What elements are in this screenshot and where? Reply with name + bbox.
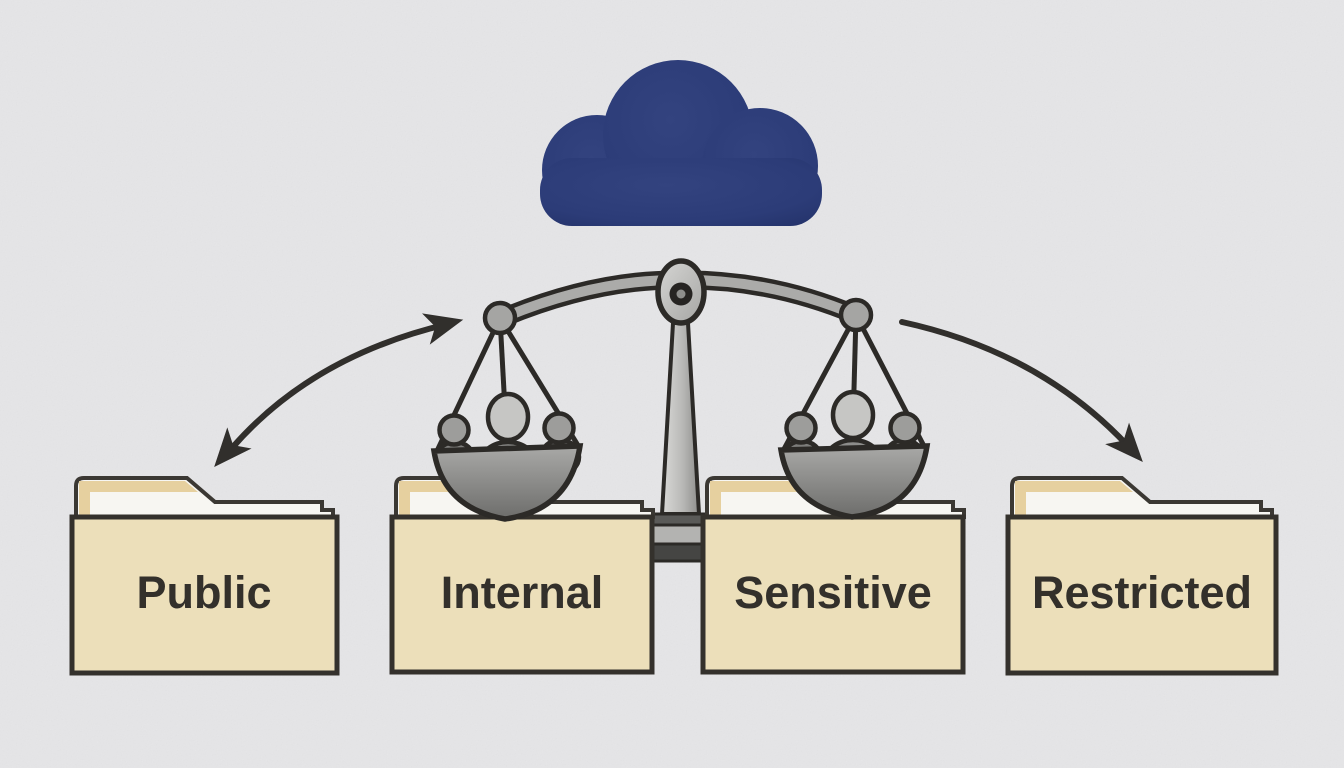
double-arrow-icon [214, 313, 464, 467]
scale-column [647, 321, 713, 563]
folder-tab [1015, 481, 1133, 492]
folder-body [700, 514, 966, 675]
scale-pivot [655, 258, 707, 326]
folder-sensitive: Sensitive [700, 476, 966, 675]
folder-label-restricted: Restricted [1032, 567, 1252, 618]
folder-public: Public [69, 476, 340, 676]
folder-tab [79, 481, 198, 492]
scale-left-pan [430, 443, 584, 522]
balance-scale-icon [430, 258, 931, 522]
folder-label-sensitive: Sensitive [734, 567, 932, 618]
scale-right-pan [777, 443, 931, 520]
folder-body [389, 514, 655, 675]
folder-label-internal: Internal [441, 567, 604, 618]
folder-label-public: Public [136, 567, 271, 618]
scale-base-band-middle [651, 523, 709, 546]
folder-body [1005, 514, 1279, 676]
folder-restricted: Restricted [1005, 476, 1279, 676]
folder-body [69, 514, 340, 676]
cloud-icon [540, 60, 822, 226]
arrow-icon [899, 319, 1143, 462]
